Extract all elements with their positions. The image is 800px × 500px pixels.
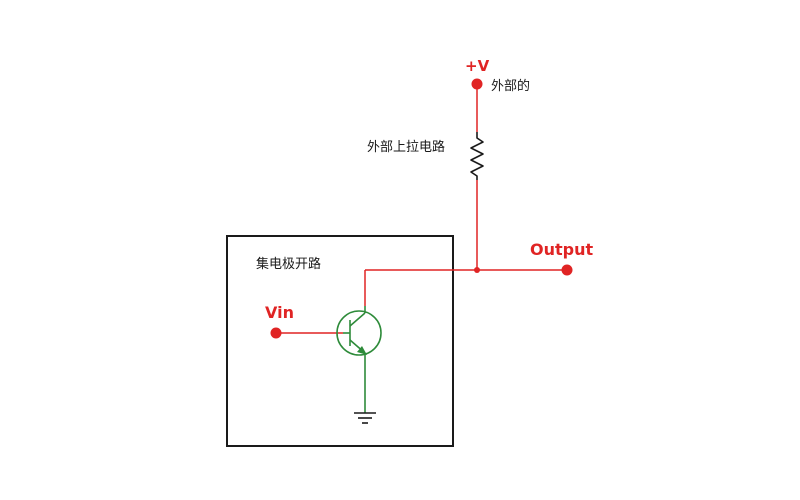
pullup-resistor [470, 132, 484, 180]
npn-transistor [336, 306, 382, 413]
resistor-label: 外部上拉电路 [367, 139, 445, 155]
input-terminal [270, 327, 282, 339]
emitter-arrow [357, 346, 367, 355]
collector-leg [349, 312, 366, 327]
box-title: 集电极开路 [256, 256, 321, 272]
transistor-body [336, 310, 382, 356]
supply-note-label: 外部的 [491, 78, 530, 94]
input-label: Vin [265, 303, 294, 322]
open-collector-box [226, 235, 454, 447]
supply-terminal [471, 78, 483, 90]
ground-icon [354, 412, 376, 424]
supply-label: +V [465, 57, 490, 75]
output-label: Output [530, 240, 593, 259]
junction-node [474, 267, 480, 273]
output-terminal [561, 264, 573, 276]
